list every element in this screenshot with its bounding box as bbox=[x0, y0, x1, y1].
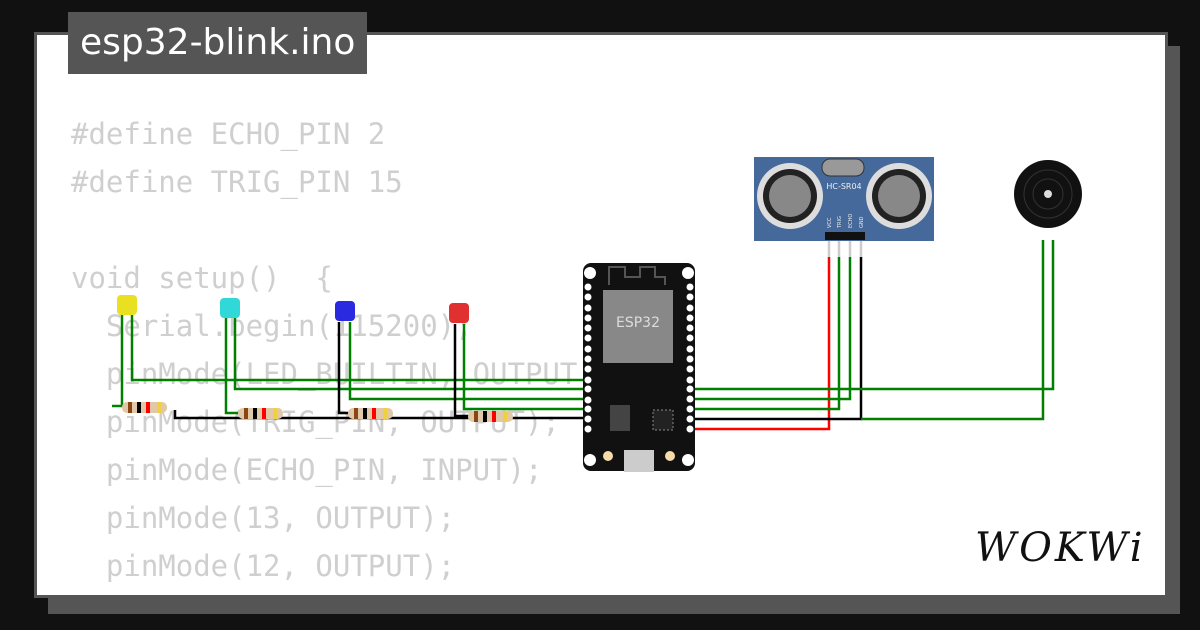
sensor-pin-label: TRIG bbox=[837, 216, 843, 229]
code-line: #define ECHO_PIN 2 bbox=[71, 117, 386, 151]
resistor bbox=[348, 408, 393, 419]
led-cyan bbox=[220, 298, 240, 318]
board-label: ESP32 bbox=[616, 315, 660, 331]
code-line: Serial.begin(115200); bbox=[71, 309, 473, 343]
wokwi-logo: WOKWi bbox=[975, 525, 1146, 571]
resistor bbox=[238, 408, 283, 419]
led-blue bbox=[335, 301, 355, 321]
resistors bbox=[122, 402, 513, 422]
resistor bbox=[468, 411, 513, 422]
sketch-title: esp32-blink.ino bbox=[68, 12, 368, 74]
led-red bbox=[449, 303, 469, 323]
code-line: void setup() { bbox=[71, 261, 333, 295]
sensor-pin-label: VCC bbox=[827, 217, 833, 228]
buzzer bbox=[1014, 160, 1082, 228]
esp32-board: ESP32 bbox=[583, 263, 695, 472]
hc-sr04-sensor: HC-SR04 VCC TRIG ECHO GND bbox=[754, 157, 934, 241]
code-line: #define TRIG_PIN 15 bbox=[71, 165, 403, 199]
sensor-pin-label: ECHO bbox=[848, 214, 854, 228]
sensor-wires bbox=[690, 240, 1055, 431]
resistor bbox=[122, 402, 167, 413]
code-line: pinMode(ECHO_PIN, INPUT); bbox=[71, 453, 543, 487]
leds bbox=[117, 295, 469, 323]
code-line: pinMode(13, OUTPUT); bbox=[71, 501, 456, 535]
code-line: pinMode(12, OUTPUT); bbox=[71, 549, 456, 583]
led-yellow bbox=[117, 295, 137, 315]
sensor-label: HC-SR04 bbox=[826, 182, 861, 191]
led-wires bbox=[112, 312, 590, 420]
sensor-pin-label: GND bbox=[859, 216, 865, 228]
code-line: pinMode(LED_BUILTIN, OUTPUT); bbox=[71, 357, 613, 391]
